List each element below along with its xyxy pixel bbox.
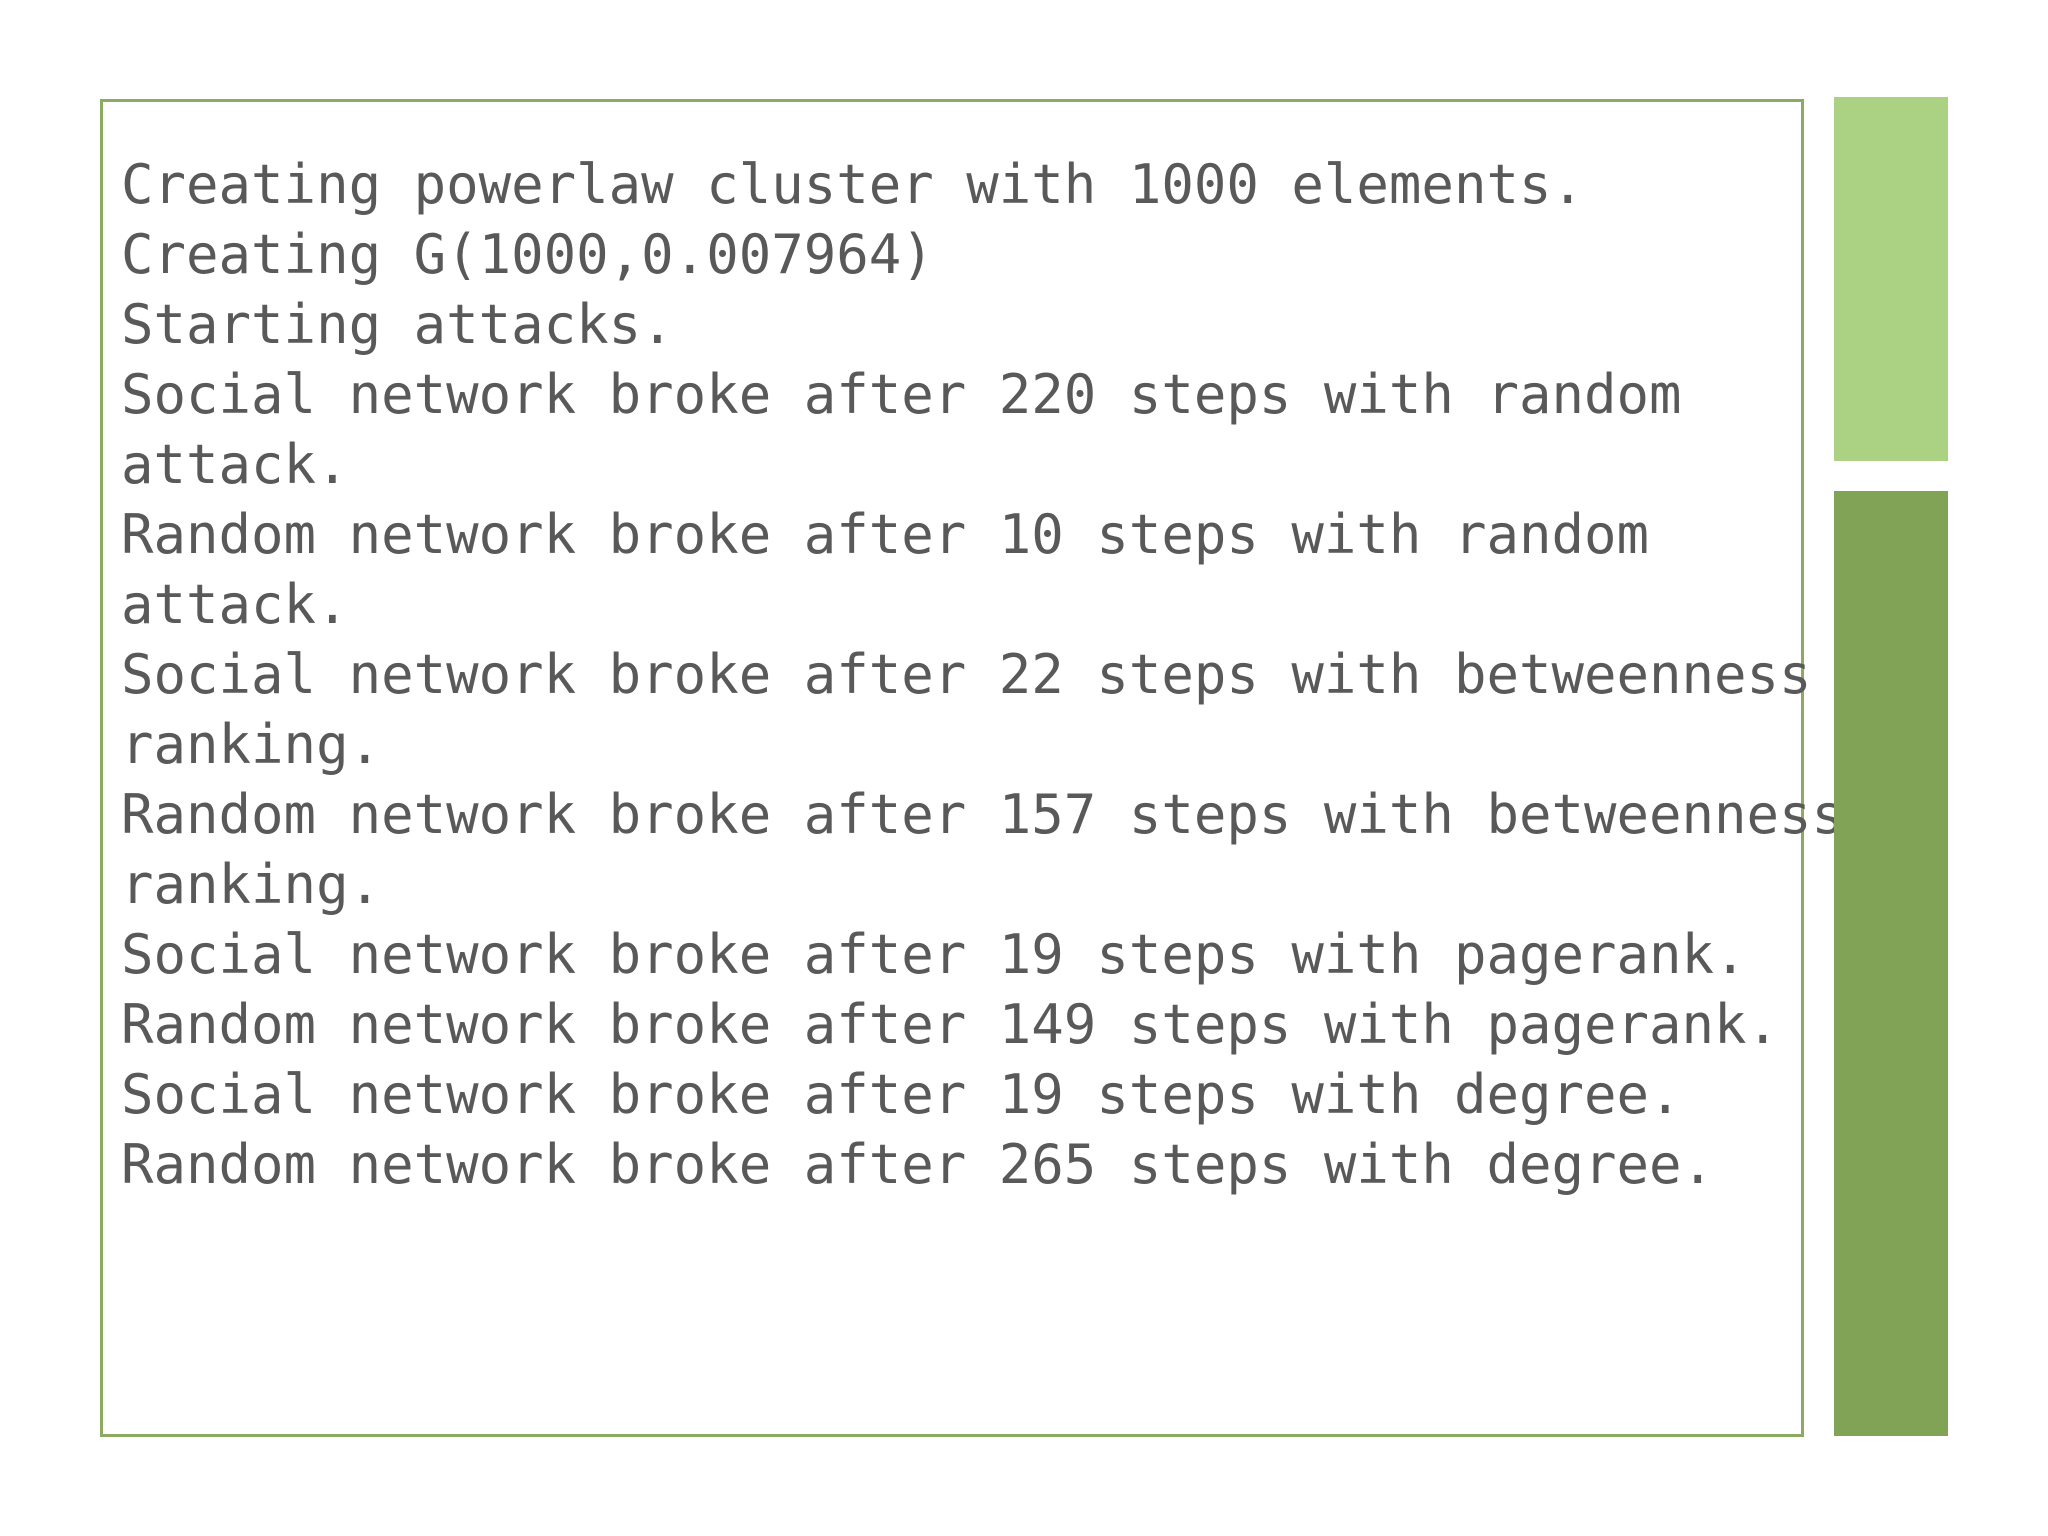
accent-bar-light bbox=[1834, 97, 1948, 461]
console-line: ranking. bbox=[121, 853, 382, 916]
accent-bar-dark bbox=[1834, 491, 1948, 1436]
console-output-box bbox=[100, 99, 1804, 1437]
console-line: Creating powerlaw cluster with 1000 elem… bbox=[121, 153, 1584, 216]
console-line: Random network broke after 157 steps wit… bbox=[121, 783, 1845, 846]
console-line: Starting attacks. bbox=[121, 293, 674, 356]
console-line: ranking. bbox=[121, 713, 382, 776]
console-line: Social network broke after 220 steps wit… bbox=[121, 363, 1682, 426]
console-line: Social network broke after 19 steps with… bbox=[121, 1063, 1682, 1126]
console-line: attack. bbox=[121, 573, 349, 636]
console-line: attack. bbox=[121, 433, 349, 496]
console-line: Social network broke after 22 steps with… bbox=[121, 643, 1812, 706]
console-line: Social network broke after 19 steps with… bbox=[121, 923, 1747, 986]
console-line: Random network broke after 265 steps wit… bbox=[121, 1133, 1715, 1196]
console-line: Random network broke after 10 steps with… bbox=[121, 503, 1650, 566]
console-line: Random network broke after 149 steps wit… bbox=[121, 993, 1780, 1056]
console-output-text: Creating powerlaw cluster with 1000 elem… bbox=[121, 150, 1891, 1200]
console-line: Creating G(1000,0.007964) bbox=[121, 223, 934, 286]
